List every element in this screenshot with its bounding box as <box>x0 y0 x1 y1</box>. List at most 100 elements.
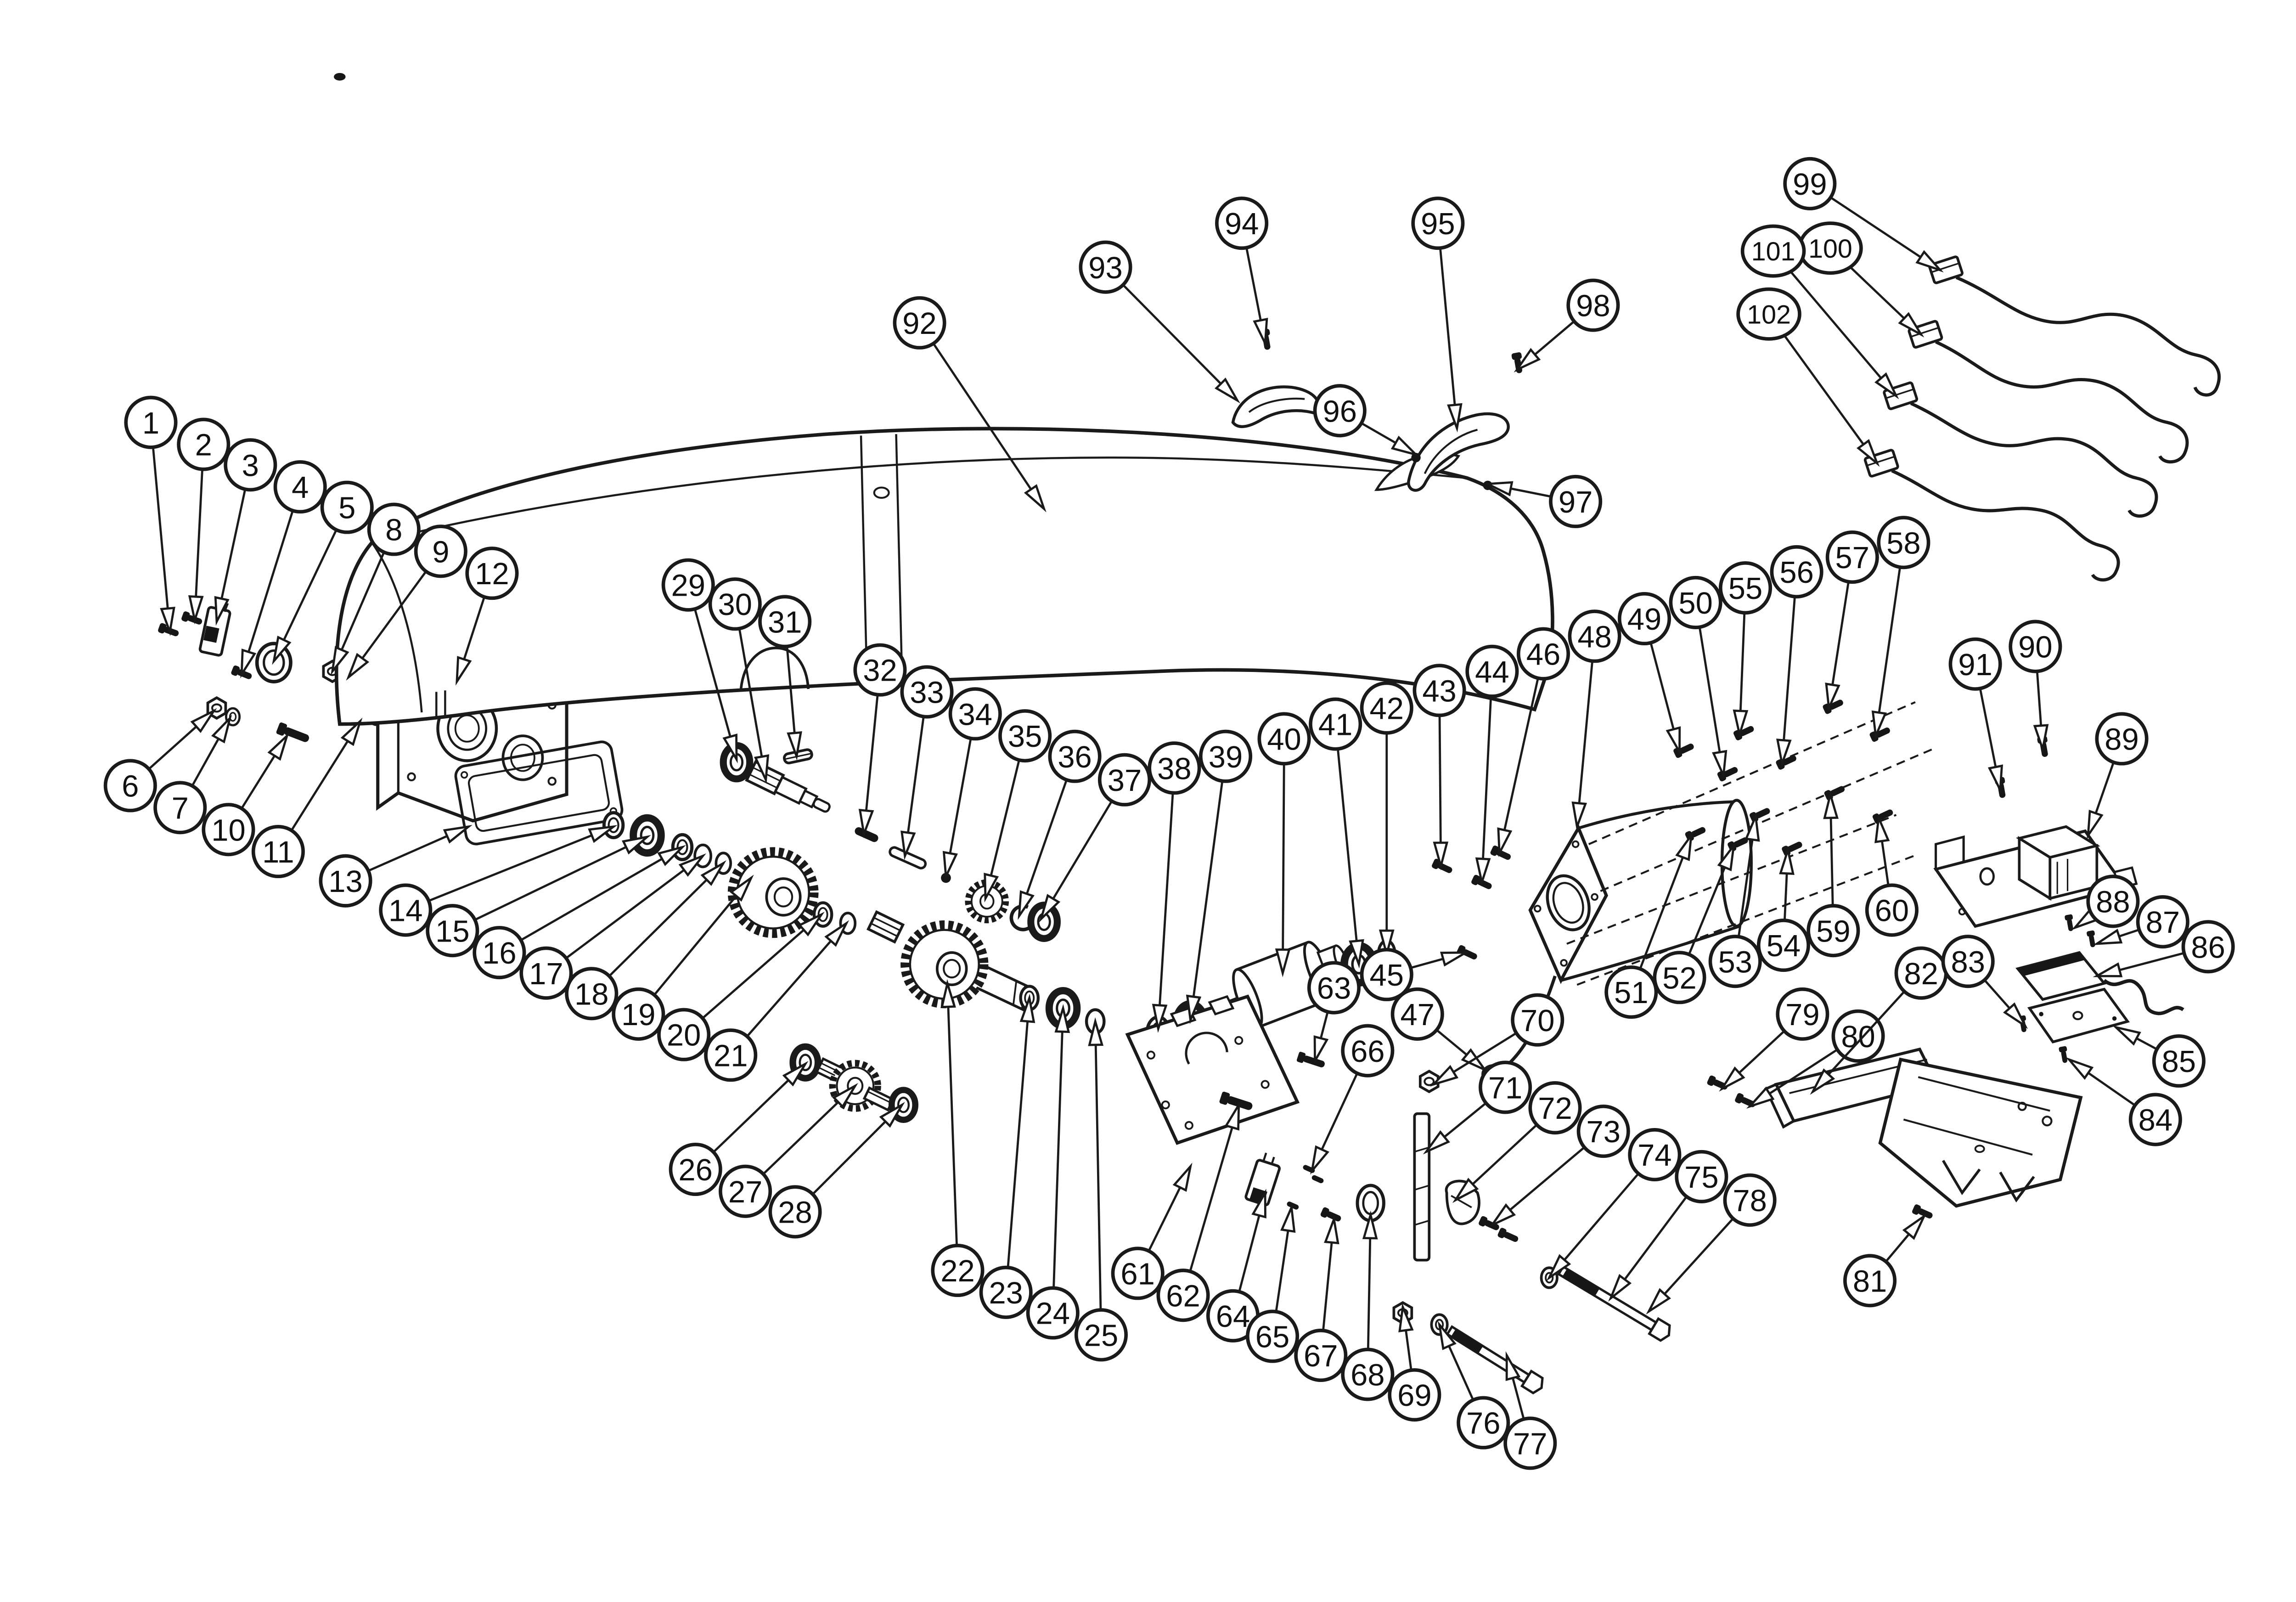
callout-number-94: 94 <box>1225 207 1259 241</box>
callout-number-36: 36 <box>1058 740 1092 774</box>
leader-arrowhead-89 <box>2087 809 2104 840</box>
leader-arrowhead-18 <box>700 860 726 886</box>
leader-line-78 <box>1664 1218 1734 1295</box>
callout-number-45: 45 <box>1370 958 1404 993</box>
leader-arrowhead-5 <box>272 636 292 665</box>
leader-arrowhead-75 <box>1608 1274 1632 1302</box>
leader-line-19 <box>653 895 737 996</box>
callout-number-23: 23 <box>989 1276 1023 1310</box>
callout-49: 49 <box>1617 592 1681 756</box>
callout-circle-50 <box>1669 575 1722 629</box>
callout-92: 92 <box>893 296 1047 513</box>
leader-line-44 <box>1482 696 1492 859</box>
callout-circle-86 <box>2181 920 2235 974</box>
leader-arrowhead-38 <box>1152 1004 1168 1033</box>
callout-number-57: 57 <box>1835 541 1869 575</box>
leader-arrowhead-84 <box>2065 1057 2094 1080</box>
leader-arrowhead-69 <box>1398 1303 1414 1332</box>
leader-arrowhead-79 <box>1719 1066 1745 1092</box>
leader-arrowhead-65 <box>1280 1203 1296 1233</box>
callout-number-16: 16 <box>482 936 516 970</box>
leader-line-23 <box>1007 1021 1029 1268</box>
leader-line-51 <box>1639 857 1684 970</box>
callout-circle-31 <box>758 595 812 649</box>
leader-arrowhead-29 <box>722 733 738 763</box>
leader-arrowhead-50 <box>1712 750 1728 780</box>
leader-arrowhead-93 <box>1214 378 1240 404</box>
leader-line-91 <box>1979 688 1997 767</box>
callout-100: 100 <box>1798 221 1925 338</box>
leader-arrowhead-27 <box>832 1083 858 1109</box>
leader-line-101 <box>1790 271 1882 379</box>
leader-arrowhead-87 <box>2093 929 2123 945</box>
leader-line-33 <box>907 716 925 833</box>
leader-line-54 <box>1784 873 1788 921</box>
callout-circle-19 <box>612 987 665 1041</box>
callout-79: 79 <box>1719 987 1829 1092</box>
leader-arrowhead-42 <box>1379 929 1395 959</box>
callout-number-48: 48 <box>1577 620 1611 654</box>
callout-59: 59 <box>1806 790 1860 958</box>
leader-line-17 <box>565 869 685 959</box>
callout-circle-42 <box>1360 681 1413 735</box>
callout-number-80: 80 <box>1841 1020 1875 1054</box>
callout-52: 52 <box>1653 841 1736 1004</box>
leader-line-7 <box>191 738 219 787</box>
callout-circle-84 <box>2128 1093 2182 1146</box>
callout-circle-46 <box>1516 627 1570 681</box>
leader-arrowhead-82 <box>1810 1068 1835 1095</box>
leader-arrowhead-45 <box>1440 951 1470 967</box>
callout-circle-102 <box>1736 287 1801 341</box>
leader-line-47 <box>1436 1029 1468 1056</box>
leader-line-80 <box>1769 1049 1838 1095</box>
leader-line-76 <box>1448 1345 1474 1401</box>
callout-circle-10 <box>202 803 255 857</box>
callout-number-22: 22 <box>940 1254 974 1288</box>
callout-12: 12 <box>456 547 519 686</box>
callout-number-55: 55 <box>1728 571 1762 606</box>
callout-13: 13 <box>319 825 473 908</box>
callout-circle-4 <box>273 460 327 514</box>
leader-arrowhead-10 <box>267 732 289 761</box>
callout-number-13: 13 <box>328 864 362 899</box>
leader-arrowhead-2 <box>188 595 204 625</box>
callout-35: 35 <box>984 709 1052 903</box>
callout-number-71: 71 <box>1488 1071 1522 1106</box>
leader-line-100 <box>1849 266 1905 319</box>
callout-circle-81 <box>1843 1254 1897 1308</box>
callout-40: 40 <box>1257 712 1311 977</box>
leader-line-92 <box>932 343 1032 490</box>
callout-1: 1 <box>124 395 178 636</box>
leader-arrowhead-32 <box>858 808 874 838</box>
leader-arrowhead-15 <box>622 835 651 855</box>
leader-arrowhead-74 <box>1546 1254 1571 1281</box>
clutch-hardware-parts-64-77 <box>1244 1071 1671 1394</box>
callout-number-96: 96 <box>1322 394 1356 429</box>
leader-line-43 <box>1438 715 1442 843</box>
callout-circle-65 <box>1246 1309 1300 1363</box>
hex-bolt-part-77 <box>1446 1325 1544 1394</box>
leader-arrowhead-28 <box>879 1102 905 1128</box>
callout-number-74: 74 <box>1638 1138 1671 1173</box>
leader-arrowhead-20 <box>798 912 825 936</box>
leader-line-24 <box>1052 1032 1064 1288</box>
leader-line-68 <box>1367 1238 1372 1350</box>
callout-circle-59 <box>1806 904 1860 958</box>
output-gear-shaft-parts-22-25 <box>867 910 1106 1035</box>
callout-circle-80 <box>1831 1009 1885 1063</box>
callout-number-30: 30 <box>718 587 752 622</box>
leader-line-28 <box>812 1121 886 1195</box>
leader-line-98 <box>1534 320 1575 355</box>
callout-circle-77 <box>1503 1416 1557 1470</box>
leader-arrowhead-4 <box>240 649 257 678</box>
callout-circle-87 <box>2136 895 2189 949</box>
leader-arrowhead-64 <box>1251 1189 1266 1218</box>
leader-line-75 <box>1624 1196 1688 1280</box>
callout-circle-49 <box>1617 592 1671 646</box>
leader-arrowhead-97 <box>1483 481 1514 496</box>
callout-number-66: 66 <box>1351 1034 1384 1069</box>
leader-line-20 <box>702 929 805 1019</box>
callout-83: 83 <box>1941 935 2028 1029</box>
callout-circle-35 <box>998 709 1052 763</box>
